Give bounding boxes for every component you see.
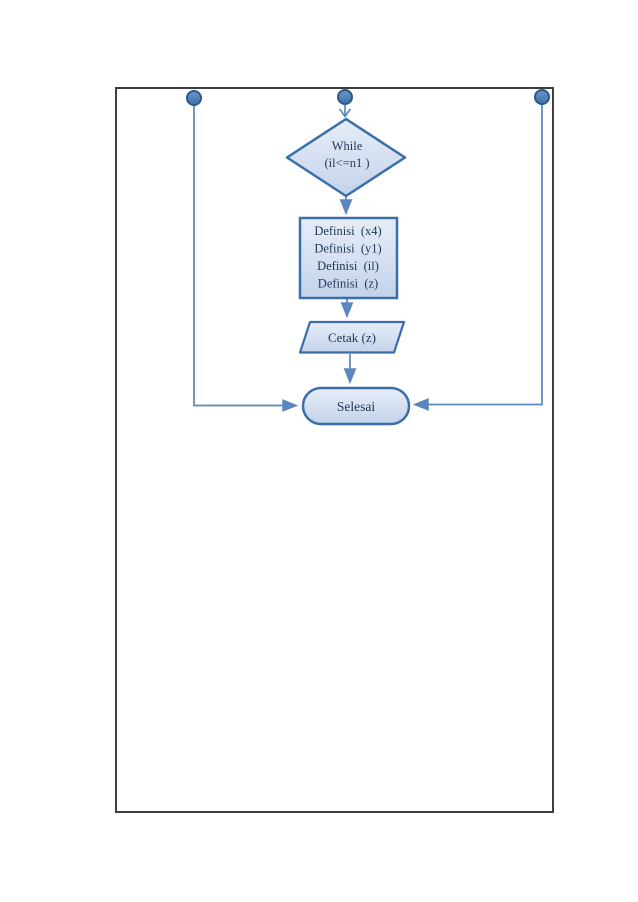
process-line-4: Definisi (z) bbox=[318, 277, 378, 291]
terminator-label: Selesai bbox=[337, 399, 375, 414]
chevron-arrowhead-icon bbox=[339, 108, 351, 118]
terminator-stadium-shape bbox=[301, 386, 411, 426]
connector-node-right bbox=[534, 89, 550, 105]
connector-node-middle bbox=[337, 89, 353, 105]
process-rectangle-shape bbox=[298, 216, 399, 300]
io-label: Cetak (z) bbox=[328, 330, 376, 345]
decision-label-line2: (il<=n1 ) bbox=[325, 156, 370, 170]
decision-label-line1: While bbox=[332, 139, 363, 153]
edge-right-node-to-terminator bbox=[412, 104, 543, 411]
process-line-3: Definisi (il) bbox=[317, 259, 379, 273]
process-line-1: Definisi (x4) bbox=[314, 224, 381, 238]
process-line-2: Definisi (y1) bbox=[314, 242, 381, 256]
page-border bbox=[115, 87, 554, 813]
edge-left-node-to-terminator bbox=[193, 105, 299, 412]
io-parallelogram-shape bbox=[298, 320, 406, 354]
decision-diamond-shape bbox=[285, 117, 407, 198]
connector-node-left bbox=[186, 90, 202, 106]
